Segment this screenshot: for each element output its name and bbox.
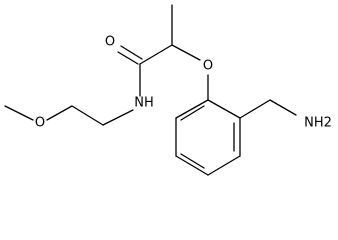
structure-diagram: O O O NH NH2 (4, 4, 332, 176)
ring-bond-3 (207, 155, 241, 176)
molecule-canvas: O O O NH NH2 (4, 4, 332, 176)
ring-bond-4 (175, 155, 209, 176)
amine-nh2-label: NH2 (304, 116, 332, 131)
bond-carbonyl-double-a (117, 51, 139, 65)
bond-ch2-amine (269, 99, 297, 116)
bond-ch2-ch2 (71, 105, 104, 126)
ring-bond-6 (175, 99, 209, 119)
ring-inner-bond-b (180, 153, 205, 169)
bond-methoxy-o-methyl (4, 105, 34, 121)
bond-ch-carbonyl (139, 44, 173, 65)
carbonyl-oxygen-label: O (105, 35, 115, 50)
ring-bond-1 (207, 99, 241, 119)
bond-ch-ether-o (171, 44, 201, 61)
bond-ch2-methoxy-o (46, 105, 73, 121)
bond-carbonyl-double-b (120, 45, 143, 60)
ether-oxygen-label: O (203, 59, 213, 74)
methoxy-oxygen-label: O (35, 116, 45, 131)
bond-nitrogen-ch2 (102, 109, 134, 126)
amide-nh-label: NH (134, 96, 154, 111)
bond-ring-ch2 (239, 99, 271, 119)
ring-inner-bond-c (180, 105, 205, 121)
